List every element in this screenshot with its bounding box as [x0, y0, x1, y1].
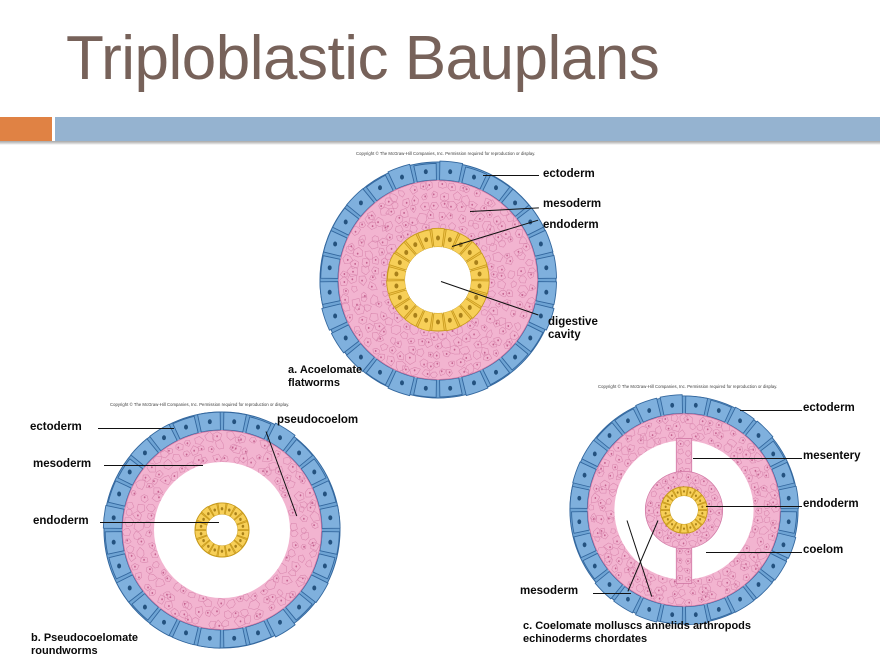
label-endoderm-a: endoderm [543, 219, 599, 231]
digestive-cavity-a [405, 247, 471, 313]
leader-ectoderm-b [98, 428, 174, 429]
caption-acoelomate: a. Acoelomate flatworms [288, 364, 363, 389]
pseudocoelomate-cross-section [102, 411, 341, 649]
leader-coelom-c [706, 552, 802, 553]
label-digestive-cavity-a: digestive cavity [548, 316, 598, 342]
header-bar [55, 117, 880, 141]
figure-pseudocoelomate: Copyright © The McGraw-Hill Companies, I… [0, 396, 420, 660]
gut-lumen-c [669, 495, 699, 525]
mesoderm-texture-a [339, 181, 537, 379]
gut-lumen-b [206, 514, 238, 546]
label-endoderm-b: endoderm [33, 515, 89, 527]
figure-acoelomate: Copyright © The McGraw-Hill Companies, I… [0, 148, 620, 399]
leader-ectoderm-c [740, 410, 802, 411]
header-rule [0, 117, 880, 141]
label-pseudocoelom-b: pseudocoelom [277, 414, 359, 426]
label-endoderm-c: endoderm [803, 498, 859, 510]
copyright-notice-b: Copyright © The McGraw-Hill Companies, I… [110, 402, 290, 407]
leader-ectoderm-a [483, 175, 539, 176]
gut-complex-c [644, 470, 724, 550]
label-mesoderm-c: mesoderm [520, 585, 579, 597]
leader-endoderm-b [100, 522, 219, 523]
copyright-notice-c: Copyright © The McGraw-Hill Companies, I… [598, 384, 778, 389]
copyright-notice-a: Copyright © The McGraw-Hill Companies, I… [356, 151, 536, 156]
page-title: Triploblastic Bauplans [66, 24, 660, 93]
caption-coelomate: c. Coelomate molluscs annelids arthropod… [523, 620, 751, 645]
label-mesoderm-a: mesoderm [543, 198, 602, 210]
label-coelom-c: coelom [803, 544, 844, 556]
label-ectoderm-a: ectoderm [543, 168, 595, 180]
label-ectoderm-b: ectoderm [30, 421, 82, 433]
figure-coelomate: Copyright © The McGraw-Hill Companies, I… [510, 380, 880, 660]
label-mesentery-c: mesentery [803, 450, 861, 462]
leader-mesoderm-b [104, 465, 203, 466]
header-shadow [0, 141, 880, 145]
leader-mesentery-c [693, 458, 802, 459]
caption-pseudocoelomate: b. Pseudocoelomate roundworms [31, 632, 138, 657]
leader-endoderm-c [706, 506, 802, 507]
header-accent-block [0, 117, 52, 141]
acoelomate-cross-section [319, 160, 557, 399]
label-ectoderm-c: ectoderm [803, 402, 855, 414]
mesoderm-texture-b [123, 431, 320, 629]
leader-mesoderm-c1 [593, 593, 631, 594]
label-mesoderm-b: mesoderm [33, 458, 92, 470]
coelomate-cross-section [569, 394, 800, 626]
